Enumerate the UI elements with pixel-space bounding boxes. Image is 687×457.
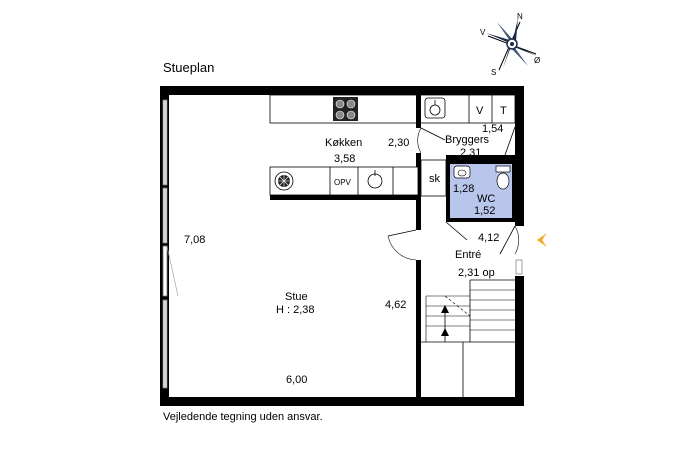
living-name: Stue [285, 291, 308, 303]
storage-label: sk [429, 173, 441, 185]
wc-door [445, 221, 468, 241]
wc-name: WC [477, 193, 495, 205]
hall-door [387, 229, 417, 261]
entrance-width: 4,12 [478, 232, 499, 244]
hall-walls [416, 196, 421, 406]
compass-north-label: N [517, 12, 523, 21]
utility-counter [419, 94, 516, 124]
staircase [421, 279, 515, 397]
utility-area: 2,31 [460, 147, 481, 159]
plan-title: Stueplan [163, 60, 215, 75]
compass-icon [486, 18, 537, 71]
living-width: 6,00 [286, 374, 307, 386]
dryer-label: T [500, 105, 507, 117]
living-height: H : 2,38 [276, 304, 315, 316]
washer-label: V [476, 105, 484, 117]
kitchen-width: 2,30 [388, 137, 409, 149]
living-depth: 7,08 [184, 234, 205, 246]
kitchen-area: 3,58 [334, 153, 355, 165]
compass-south-label: S [491, 68, 496, 77]
kitchen-bottom-wall [270, 195, 421, 200]
wc-area: 1,52 [474, 205, 495, 217]
utility-width: 1,54 [482, 123, 503, 135]
kitchen-utility-wall [416, 95, 446, 199]
kitchen-top-counter [269, 94, 419, 124]
wc-top-wall [446, 155, 520, 160]
storage-closet [420, 159, 447, 197]
disclaimer-text: Vejledende tegning uden ansvar. [163, 411, 323, 423]
living-partition: 4,62 [385, 299, 406, 311]
compass-west-label: V [480, 28, 486, 37]
wc-width: 1,28 [453, 183, 474, 195]
front-door [499, 225, 523, 275]
kitchen-lower-counter [269, 166, 419, 196]
entrance-name: Entré [455, 249, 481, 261]
compass-east-label: Ø [534, 56, 540, 65]
utility-door-right [504, 126, 519, 156]
entrance-area: 2,31 op [458, 267, 495, 279]
living-room-windows [162, 99, 179, 389]
wc-room [446, 160, 515, 222]
kitchen-name: Køkken [325, 137, 362, 149]
dishwasher-label: OPV [334, 178, 352, 187]
utility-name: Bryggers [445, 134, 490, 146]
entry-arrow-icon [537, 233, 547, 247]
